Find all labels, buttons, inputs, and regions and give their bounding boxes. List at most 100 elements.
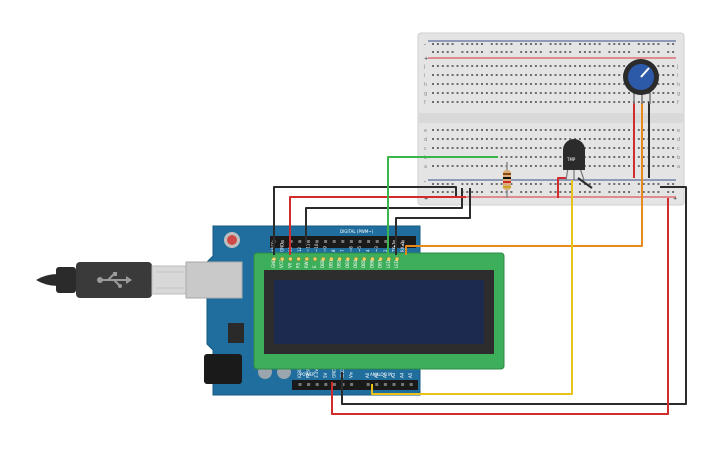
breadboard-hole[interactable] — [476, 183, 479, 185]
digital-pin[interactable] — [332, 240, 336, 243]
lcd-pin[interactable] — [312, 256, 318, 262]
breadboard-hole[interactable] — [432, 147, 434, 149]
breadboard-hole[interactable] — [520, 165, 523, 167]
breadboard-hole[interactable] — [603, 147, 606, 149]
power-analog-pin[interactable] — [366, 383, 370, 386]
breadboard-hole[interactable] — [608, 92, 611, 94]
breadboard-hole[interactable] — [583, 51, 586, 53]
power-analog-pin[interactable] — [315, 383, 319, 386]
breadboard-hole[interactable] — [525, 83, 528, 85]
breadboard-hole[interactable] — [613, 191, 616, 193]
breadboard-hole[interactable] — [500, 156, 503, 158]
breadboard-hole[interactable] — [510, 101, 513, 103]
breadboard-hole[interactable] — [515, 165, 518, 167]
breadboard-hole[interactable] — [598, 129, 601, 131]
breadboard-hole[interactable] — [642, 129, 645, 131]
breadboard-hole[interactable] — [608, 74, 611, 76]
breadboard-hole[interactable] — [456, 129, 459, 131]
breadboard-hole[interactable] — [637, 51, 640, 53]
breadboard-hole[interactable] — [618, 165, 621, 167]
digital-pin[interactable] — [375, 240, 379, 243]
breadboard-hole[interactable] — [549, 147, 552, 149]
breadboard-hole[interactable] — [593, 74, 596, 76]
breadboard-hole[interactable] — [554, 147, 557, 149]
breadboard-hole[interactable] — [657, 101, 660, 103]
breadboard-hole[interactable] — [608, 65, 611, 67]
breadboard-hole[interactable] — [490, 74, 493, 76]
breadboard-hole[interactable] — [588, 83, 591, 85]
usb-cable[interactable] — [36, 262, 187, 298]
breadboard-hole[interactable] — [549, 92, 552, 94]
breadboard-hole[interactable] — [461, 147, 464, 149]
breadboard-hole[interactable] — [441, 183, 444, 185]
breadboard-hole[interactable] — [593, 156, 596, 158]
breadboard-hole[interactable] — [451, 183, 454, 185]
breadboard-hole[interactable] — [495, 74, 498, 76]
breadboard-hole[interactable] — [569, 92, 572, 94]
breadboard-hole[interactable] — [446, 65, 449, 67]
breadboard-hole[interactable] — [642, 191, 645, 193]
breadboard-hole[interactable] — [441, 74, 444, 76]
breadboard-hole[interactable] — [525, 183, 528, 185]
breadboard-hole[interactable] — [436, 92, 439, 94]
breadboard-hole[interactable] — [530, 191, 532, 193]
breadboard-hole[interactable] — [637, 129, 640, 131]
breadboard-hole[interactable] — [476, 74, 479, 76]
breadboard-hole[interactable] — [461, 51, 464, 53]
breadboard-hole[interactable] — [436, 43, 439, 45]
breadboard-hole[interactable] — [623, 165, 626, 167]
breadboard-hole[interactable] — [657, 165, 660, 167]
breadboard-hole[interactable] — [505, 92, 508, 94]
breadboard-hole[interactable] — [525, 138, 528, 140]
breadboard-hole[interactable] — [672, 83, 675, 85]
breadboard-hole[interactable] — [672, 65, 675, 67]
breadboard-hole[interactable] — [628, 92, 630, 94]
breadboard-hole[interactable] — [588, 65, 591, 67]
breadboard-hole[interactable] — [559, 129, 562, 131]
breadboard-hole[interactable] — [569, 101, 572, 103]
breadboard-hole[interactable] — [520, 43, 523, 45]
breadboard-hole[interactable] — [476, 101, 479, 103]
breadboard-hole[interactable] — [534, 138, 537, 140]
breadboard-hole[interactable] — [490, 165, 493, 167]
breadboard-hole[interactable] — [608, 138, 611, 140]
breadboard-hole[interactable] — [603, 138, 606, 140]
breadboard-hole[interactable] — [446, 183, 449, 185]
breadboard-hole[interactable] — [598, 165, 601, 167]
breadboard-hole[interactable] — [525, 129, 528, 131]
breadboard-hole[interactable] — [549, 101, 552, 103]
breadboard-hole[interactable] — [539, 156, 542, 158]
breadboard-hole[interactable] — [471, 101, 474, 103]
breadboard-hole[interactable] — [476, 138, 479, 140]
breadboard-hole[interactable] — [510, 92, 513, 94]
breadboard-hole[interactable] — [564, 43, 567, 45]
breadboard-hole[interactable] — [559, 165, 562, 167]
breadboard-hole[interactable] — [432, 74, 434, 76]
breadboard-hole[interactable] — [667, 83, 670, 85]
breadboard-hole[interactable] — [525, 74, 528, 76]
digital-pin[interactable] — [392, 240, 396, 243]
power-analog-pin[interactable] — [392, 383, 396, 386]
breadboard-hole[interactable] — [446, 138, 449, 140]
breadboard-hole[interactable] — [672, 51, 675, 53]
breadboard-hole[interactable] — [637, 183, 640, 185]
breadboard-hole[interactable] — [583, 83, 586, 85]
breadboard-hole[interactable] — [647, 191, 650, 193]
breadboard-hole[interactable] — [525, 147, 528, 149]
breadboard-hole[interactable] — [588, 101, 591, 103]
breadboard-hole[interactable] — [672, 74, 675, 76]
breadboard-hole[interactable] — [436, 129, 439, 131]
breadboard-hole[interactable] — [451, 43, 454, 45]
breadboard-hole[interactable] — [569, 65, 572, 67]
breadboard-hole[interactable] — [628, 101, 630, 103]
breadboard-hole[interactable] — [549, 165, 552, 167]
breadboard-hole[interactable] — [618, 51, 621, 53]
breadboard-hole[interactable] — [628, 43, 630, 45]
breadboard-hole[interactable] — [481, 165, 483, 167]
breadboard-hole[interactable] — [657, 191, 660, 193]
breadboard-hole[interactable] — [436, 183, 439, 185]
breadboard-hole[interactable] — [618, 138, 621, 140]
breadboard-hole[interactable] — [515, 101, 518, 103]
breadboard-hole[interactable] — [525, 101, 528, 103]
breadboard-hole[interactable] — [471, 92, 474, 94]
